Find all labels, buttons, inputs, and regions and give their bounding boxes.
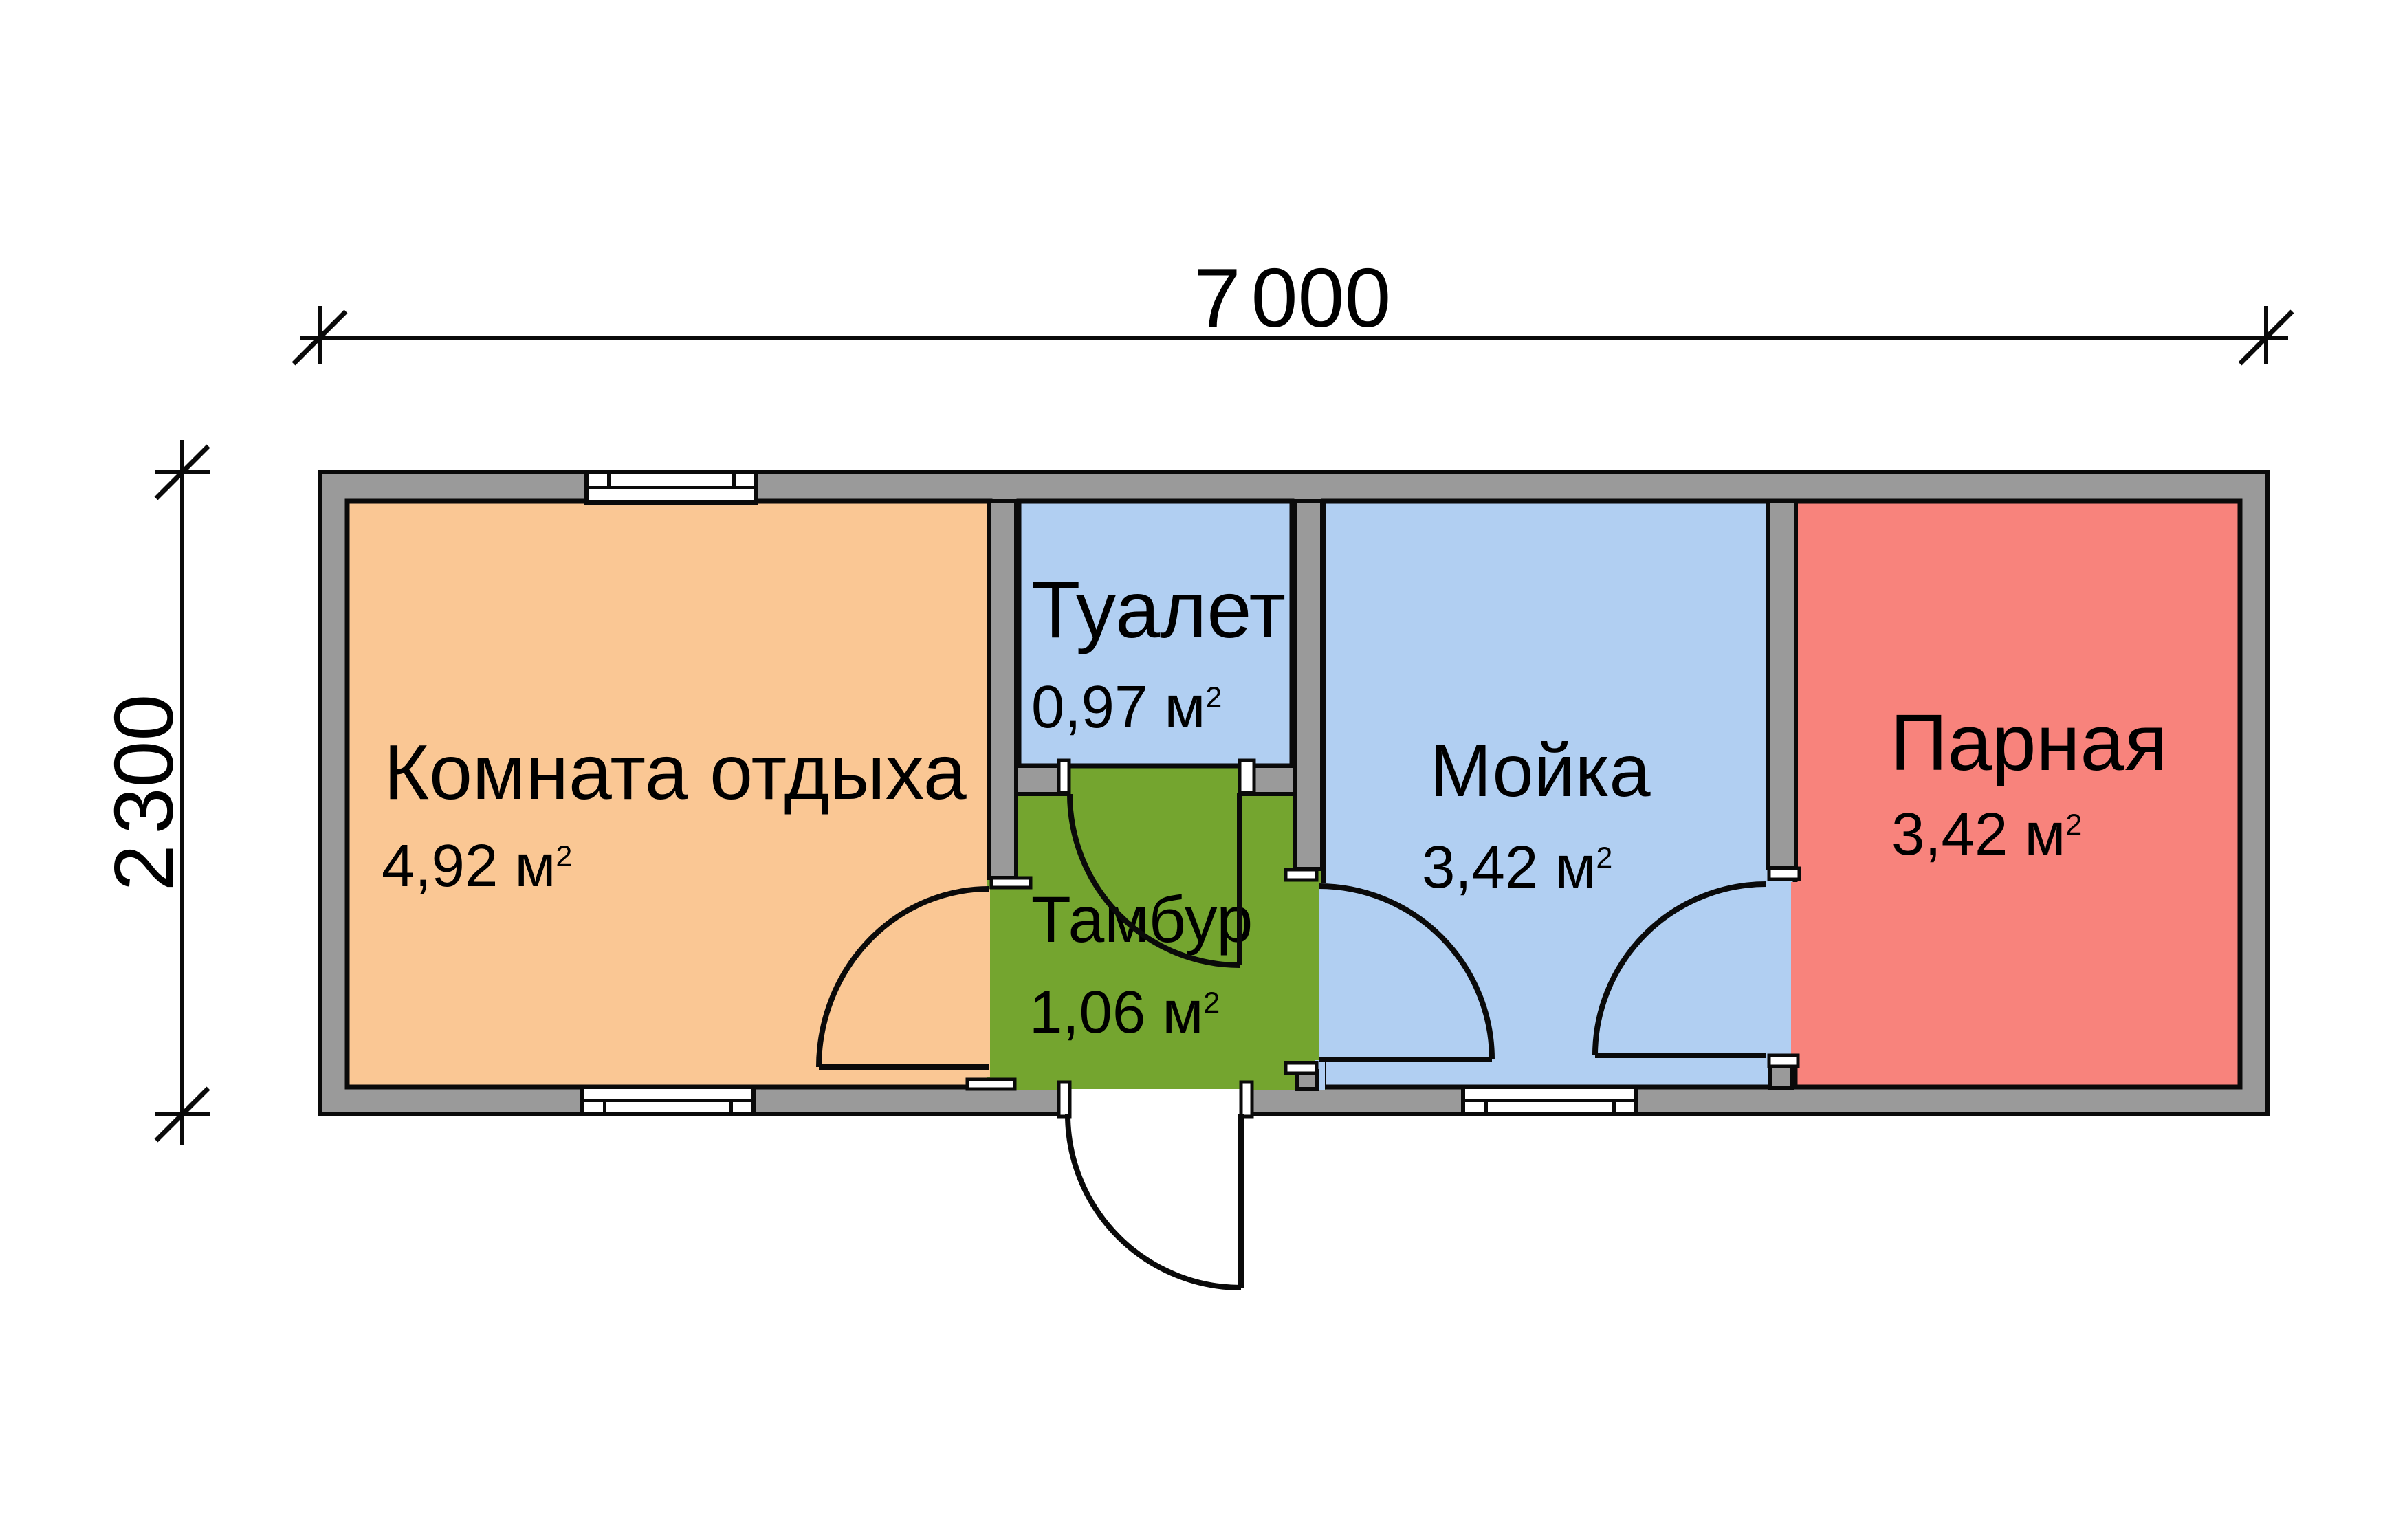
svg-text:Комната отдыха: Комната отдыха	[384, 729, 967, 815]
svg-text:0,97 м2: 0,97 м2	[1031, 674, 1222, 740]
svg-text:4,92 м2: 4,92 м2	[382, 833, 572, 899]
svg-text:2300: 2300	[97, 694, 190, 891]
svg-text:3,42 м2: 3,42 м2	[1422, 834, 1612, 901]
svg-text:Парная: Парная	[1890, 698, 2168, 787]
svg-text:Мойка: Мойка	[1429, 729, 1651, 812]
svg-text:Тамбур: Тамбур	[1031, 883, 1253, 956]
svg-text:1,06 м2: 1,06 м2	[1029, 979, 1220, 1046]
svg-text:3,42 м2: 3,42 м2	[1891, 801, 2082, 868]
svg-text:Туалет: Туалет	[1031, 564, 1286, 654]
